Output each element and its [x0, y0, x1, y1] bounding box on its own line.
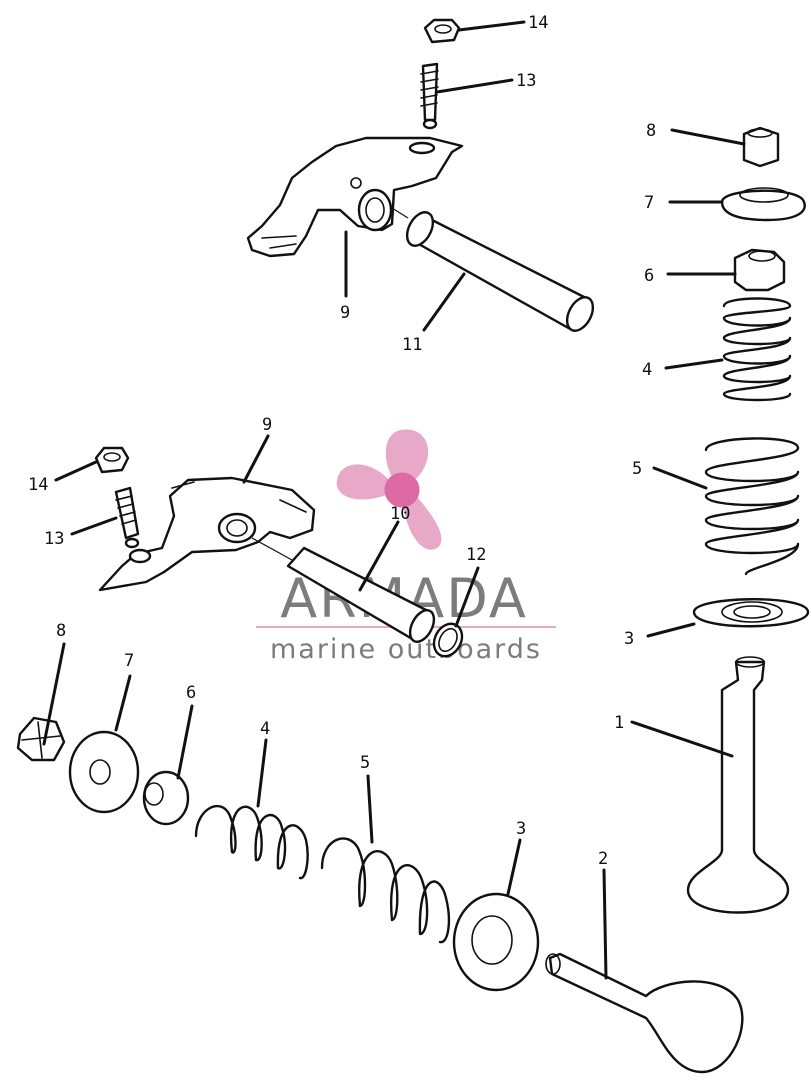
propeller-logo	[336, 429, 442, 550]
middle-rocker-shaft	[251, 537, 436, 643]
callout-4-right: 4	[642, 360, 652, 380]
right-collet	[742, 126, 780, 168]
middle-adjust-screw	[114, 486, 140, 549]
callout-numbers: 14 13 9 11 8 7 6 4 5 3 1 9 14 13 10 12 8…	[28, 13, 656, 869]
right-valve	[686, 656, 790, 914]
right-inner-spring	[722, 297, 792, 402]
callout-10: 10	[390, 504, 410, 524]
callout-13-upper: 13	[516, 71, 536, 91]
callout-7-bottom: 7	[124, 651, 134, 671]
callout-8-bottom: 8	[56, 621, 66, 641]
callout-9-middle: 9	[262, 415, 272, 435]
watermark-tagline: marine outboards	[270, 634, 542, 665]
callout-11: 11	[402, 335, 422, 355]
bottom-inner-spring	[194, 804, 309, 880]
callout-14-middle: 14	[28, 475, 48, 495]
callout-5-right: 5	[632, 459, 642, 479]
callout-13-middle: 13	[44, 529, 64, 549]
upper-rocker-shaft	[391, 207, 595, 332]
right-spring-retainer	[720, 187, 806, 222]
propeller-hub	[384, 472, 420, 508]
right-spring-washer	[692, 598, 810, 628]
propeller-blade-top	[385, 429, 428, 481]
callout-14-upper: 14	[528, 13, 548, 33]
bottom-collet	[16, 716, 66, 762]
callout-9-upper: 9	[340, 303, 350, 323]
bottom-valve	[545, 952, 744, 1074]
leader-lines	[42, 20, 746, 980]
callout-1: 1	[614, 713, 624, 733]
callout-3-bottom: 3	[516, 819, 526, 839]
callout-12: 12	[466, 545, 486, 565]
propeller-blade-left	[336, 464, 393, 500]
middle-nut	[94, 446, 130, 474]
callout-6-right: 6	[644, 266, 654, 286]
bottom-spring-washer	[452, 892, 540, 992]
callout-5-bottom: 5	[360, 753, 370, 773]
bottom-spring-retainer	[68, 730, 140, 814]
upper-nut	[423, 18, 461, 44]
callout-4-bottom: 4	[260, 719, 270, 739]
upper-adjust-screw	[420, 62, 439, 130]
propeller-blade-right	[403, 491, 442, 550]
bottom-outer-spring	[320, 837, 451, 944]
middle-rocker-arm	[98, 476, 316, 592]
callout-8-right: 8	[646, 121, 656, 141]
callout-7-right: 7	[644, 193, 654, 213]
right-spring-seat	[733, 248, 786, 292]
callout-6-bottom: 6	[186, 683, 196, 703]
upper-rocker-arm	[246, 136, 464, 258]
bottom-spring-seat	[142, 770, 190, 826]
callout-3-right: 3	[624, 629, 634, 649]
right-outer-spring	[704, 437, 800, 576]
callout-2: 2	[598, 849, 608, 869]
